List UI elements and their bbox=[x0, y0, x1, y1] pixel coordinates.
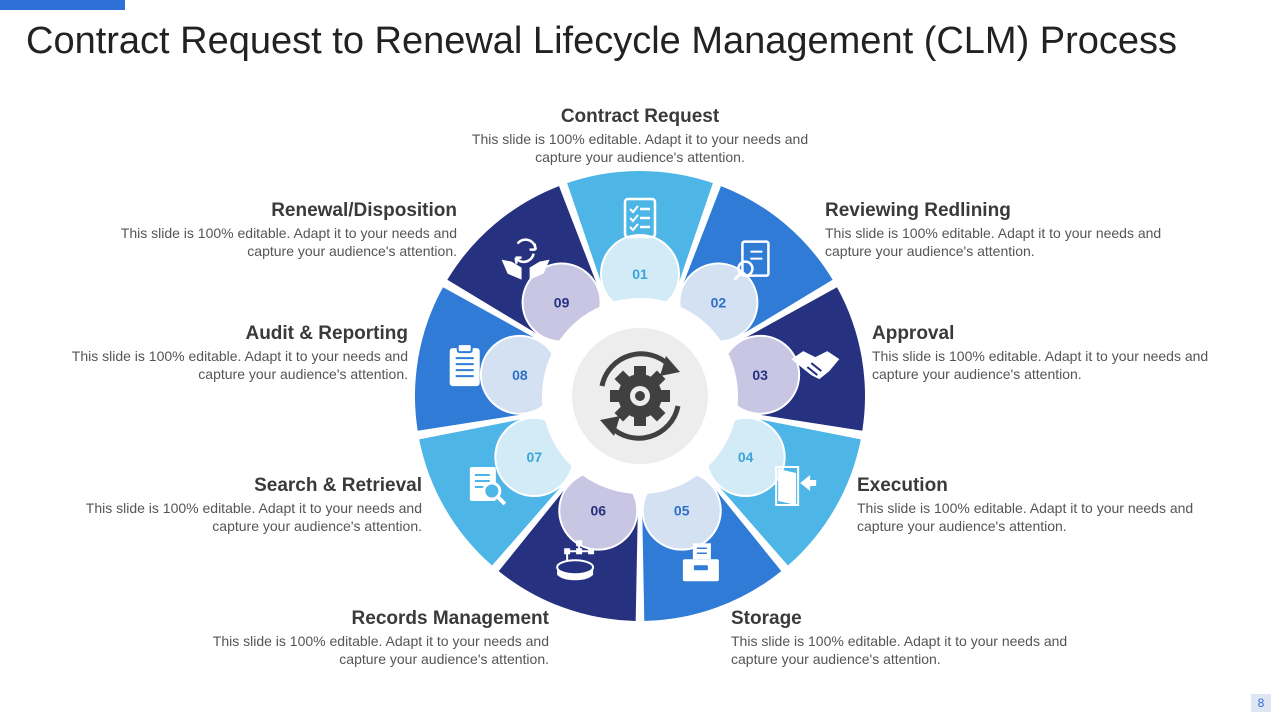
step-label-01: Contract Request This slide is 100% edit… bbox=[450, 106, 830, 166]
step-title: Records Management bbox=[351, 608, 549, 629]
step-label-08: Audit & Reporting This slide is 100% edi… bbox=[28, 323, 408, 383]
step-title: Reviewing Redlining bbox=[825, 200, 1011, 221]
archive-box-icon bbox=[682, 543, 719, 582]
step-title: Audit & Reporting bbox=[245, 323, 408, 344]
database-chart-icon bbox=[556, 540, 595, 581]
hands-recycle-icon bbox=[501, 238, 550, 280]
step-number: 08 bbox=[512, 367, 528, 383]
step-description: This slide is 100% editable. Adapt it to… bbox=[71, 348, 408, 382]
step-number: 09 bbox=[554, 295, 570, 311]
step-title: Approval bbox=[872, 323, 955, 344]
step-label-04: Execution This slide is 100% editable. A… bbox=[857, 475, 1237, 535]
checklist-icon bbox=[623, 197, 657, 239]
gear-cycle-icon bbox=[599, 351, 681, 441]
step-description: This slide is 100% editable. Adapt it to… bbox=[120, 225, 457, 259]
step-number: 02 bbox=[711, 295, 727, 311]
step-number: 01 bbox=[632, 266, 648, 282]
document-search-icon bbox=[469, 467, 507, 506]
slide-title: Contract Request to Renewal Lifecycle Ma… bbox=[26, 20, 1178, 62]
step-number: 04 bbox=[738, 449, 754, 465]
document-review-icon bbox=[733, 240, 770, 281]
step-title: Renewal/Disposition bbox=[271, 200, 457, 221]
clipboard-icon bbox=[449, 343, 480, 387]
page-number: 8 bbox=[1251, 694, 1271, 712]
door-exit-icon bbox=[775, 466, 817, 506]
step-label-09: Renewal/Disposition This slide is 100% e… bbox=[77, 200, 457, 260]
step-label-03: Approval This slide is 100% editable. Ad… bbox=[872, 323, 1252, 383]
step-label-06: Records Management This slide is 100% ed… bbox=[169, 608, 549, 668]
accent-bar bbox=[0, 0, 125, 10]
step-label-05: Storage This slide is 100% editable. Ada… bbox=[731, 608, 1111, 668]
step-description: This slide is 100% editable. Adapt it to… bbox=[471, 131, 809, 165]
step-number: 03 bbox=[752, 367, 768, 383]
step-number: 07 bbox=[527, 449, 543, 465]
step-number: 05 bbox=[674, 503, 690, 519]
step-title: Search & Retrieval bbox=[254, 475, 422, 496]
step-description: This slide is 100% editable. Adapt it to… bbox=[731, 633, 1068, 667]
handshake-icon bbox=[791, 351, 840, 380]
step-description: This slide is 100% editable. Adapt it to… bbox=[85, 500, 422, 534]
step-description: This slide is 100% editable. Adapt it to… bbox=[212, 633, 549, 667]
step-number: 06 bbox=[590, 503, 606, 519]
step-title: Execution bbox=[857, 475, 948, 496]
step-badge-01: 01 bbox=[600, 234, 680, 314]
step-title: Contract Request bbox=[560, 106, 720, 127]
step-label-02: Reviewing Redlining This slide is 100% e… bbox=[825, 200, 1205, 260]
step-description: This slide is 100% editable. Adapt it to… bbox=[857, 500, 1194, 534]
step-description: This slide is 100% editable. Adapt it to… bbox=[825, 225, 1162, 259]
step-description: This slide is 100% editable. Adapt it to… bbox=[872, 348, 1209, 382]
step-title: Storage bbox=[731, 608, 802, 629]
step-label-07: Search & Retrieval This slide is 100% ed… bbox=[42, 475, 422, 535]
